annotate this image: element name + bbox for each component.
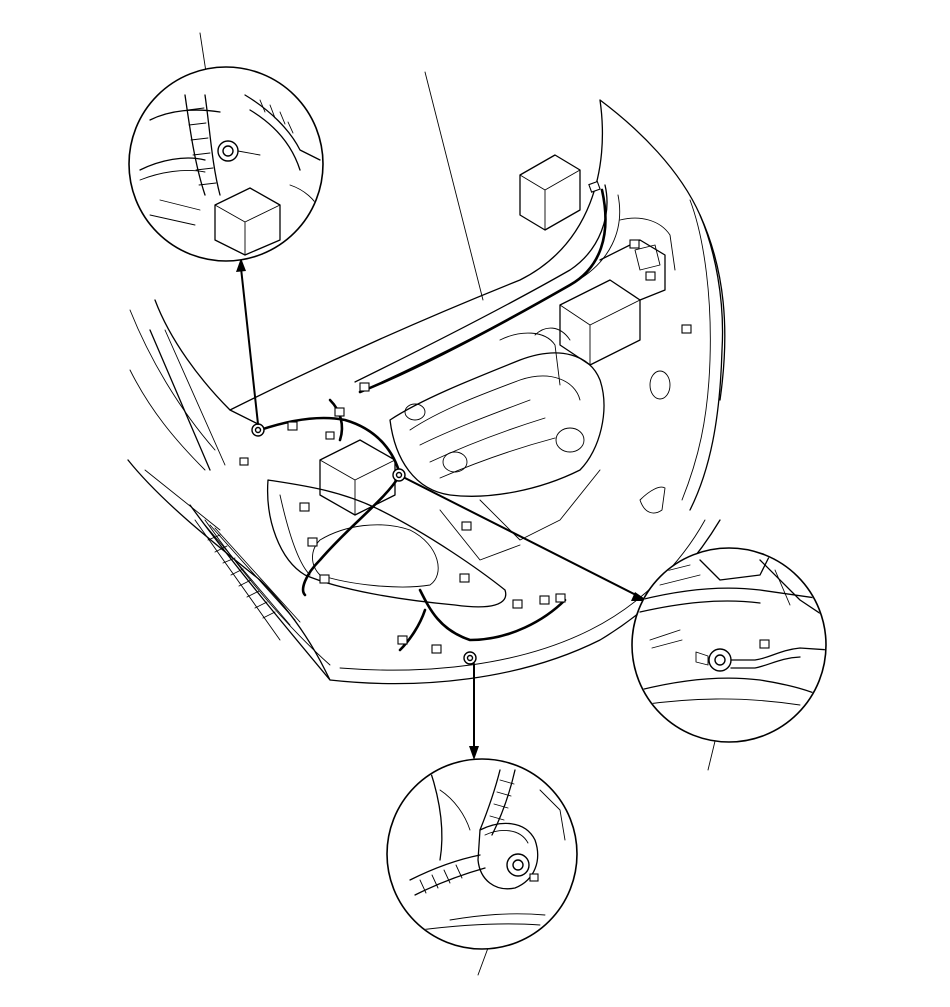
- ground-points: [251, 423, 477, 665]
- windshield-pillar: [149, 329, 211, 471]
- right-fender: [689, 214, 724, 511]
- headlight-lens: [312, 524, 439, 588]
- grille: [204, 524, 301, 626]
- bottom-detail: [386, 758, 578, 950]
- hood-inner-edge: [354, 184, 608, 383]
- battery: [319, 439, 396, 516]
- left-fender: [127, 459, 331, 681]
- engine-block: [389, 327, 605, 497]
- headlight-housing: [266, 479, 507, 608]
- upper-left-detail: [128, 66, 324, 262]
- fuse-box: [559, 239, 666, 366]
- leader-lines: [199, 32, 726, 976]
- right-detail: [631, 547, 827, 743]
- hood-panel: [229, 99, 726, 411]
- air-box: [519, 154, 581, 231]
- harness-clips: [239, 180, 692, 654]
- cowl-line: [154, 299, 261, 426]
- wire-harness: [258, 188, 607, 652]
